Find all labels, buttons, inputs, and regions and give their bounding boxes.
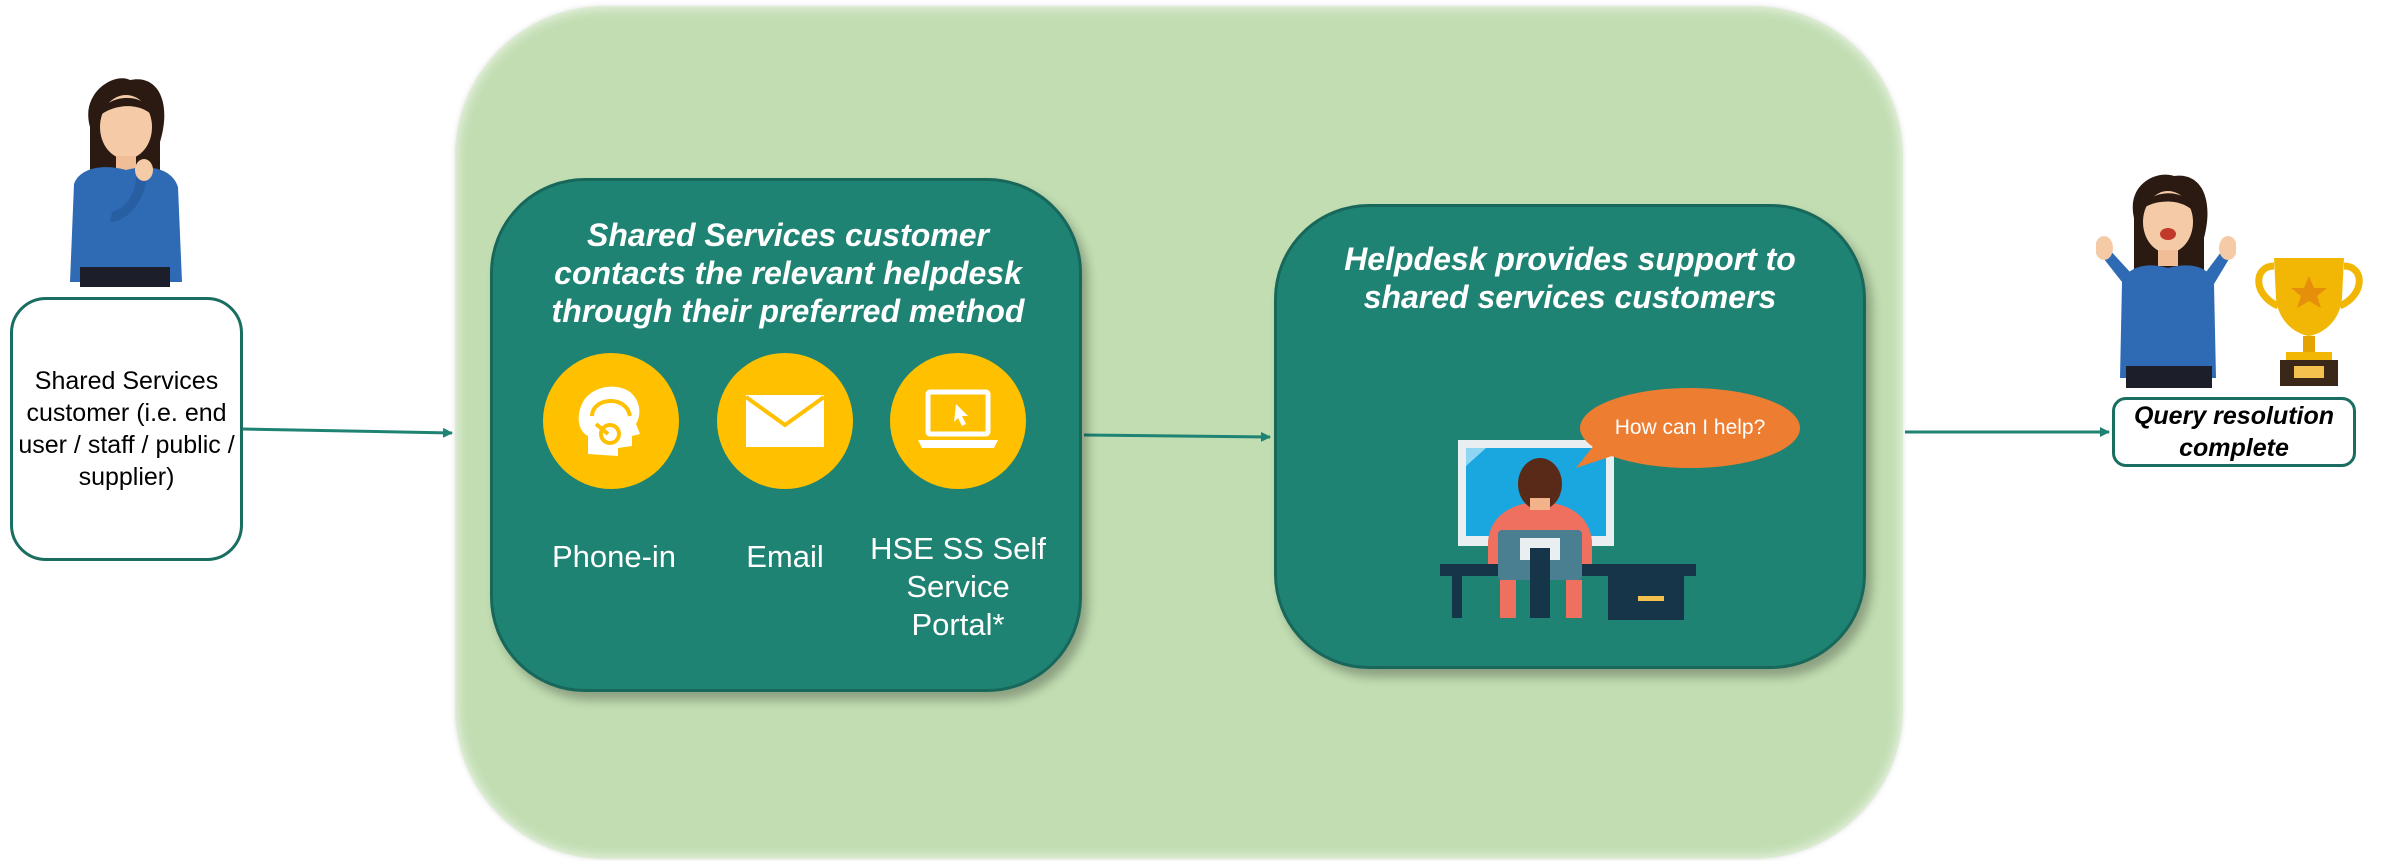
speech-bubble	[1576, 388, 1800, 468]
laptop-cursor-icon	[918, 389, 998, 448]
email-circle	[717, 353, 853, 489]
contact-step-title: Shared Services customer contacts the re…	[551, 217, 1025, 329]
envelope-icon	[744, 395, 826, 447]
speech-bubble-text: How can I help?	[1614, 416, 1766, 439]
portal-circle	[890, 353, 1026, 489]
outcome-box: Query resolution complete	[2112, 397, 2356, 467]
phone-in-circle	[543, 353, 679, 489]
method-label-phone-in: Phone-in	[551, 539, 677, 574]
thinking-woman-icon	[70, 78, 182, 287]
arrow-contact-to-helpdesk	[1083, 431, 1271, 442]
outcome-label: Query resolution complete	[2133, 402, 2335, 462]
headset-person-icon	[578, 386, 640, 456]
trophy-icon	[2255, 258, 2363, 386]
helpdesk-agent-illustration	[1440, 440, 1696, 620]
method-label-email: Email	[746, 539, 824, 574]
helpdesk-step-title: Helpdesk provides support to shared serv…	[1344, 241, 1796, 315]
method-label-portal: HSE SS Self Service Portal*	[870, 531, 1046, 642]
customer-label: Shared Services customer (i.e. end user …	[18, 367, 235, 491]
customer-box: Shared Services customer (i.e. end user …	[10, 297, 243, 561]
happy-woman-icon	[2096, 174, 2236, 388]
arrow-customer-to-panel	[242, 427, 453, 438]
